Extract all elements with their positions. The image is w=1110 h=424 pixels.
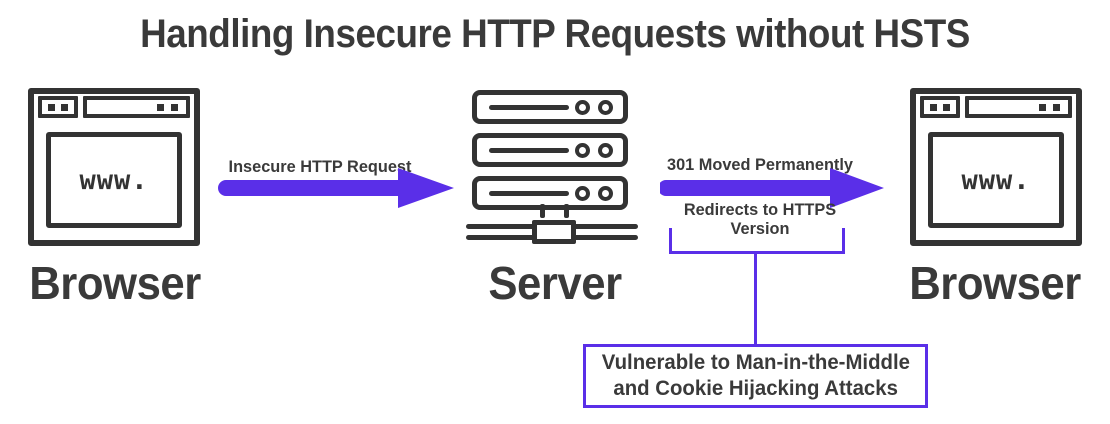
edge-label-insecure-request: Insecure HTTP Request [228,157,412,176]
rack-led-icon [598,99,613,115]
square-dot-icon [1039,103,1046,111]
browser-viewport: www. [928,132,1064,228]
rack-slot-line [489,104,569,110]
server-rack-unit [472,90,628,124]
callout-line-2: and Cookie Hijacking Attacks [613,377,898,400]
address-bar [83,96,190,118]
plug-prong-icon [540,204,545,218]
browser-window-icon-right: www. [910,88,1082,246]
browser-viewport: www. [46,132,182,228]
node-label-browser-left: Browser [29,257,201,309]
square-dot-icon [171,103,178,111]
server-rack-unit [472,176,628,210]
edge-label-301-moved-permanently: 301 Moved Permanently [667,155,853,174]
page-title: Handling Insecure HTTP Requests without … [140,12,970,56]
callout-stem [754,251,757,347]
address-bar [965,96,1072,118]
square-dot-icon [48,103,55,111]
callout-line-1: Vulnerable to Man-in-the-Middle [601,350,910,374]
rack-led-icon [575,185,590,201]
browser-window-icon-left: www. [28,88,200,246]
browser-titlebar [916,94,1076,120]
server-rack-icon [466,90,638,244]
edge-label-redirects-line1: Redirects to HTTPS [683,200,837,219]
square-dot-icon [943,103,950,111]
titlebar-left-controls [920,96,960,118]
rack-led-icon [575,142,590,158]
square-dot-icon [1053,103,1060,111]
rack-led-icon [575,99,590,115]
square-dot-icon [61,103,68,111]
callout-warning-box: Vulnerable to Man-in-the-Middle and Cook… [583,344,928,408]
square-dot-icon [930,103,937,111]
server-power-cable [466,204,638,244]
www-label: www. [79,164,149,196]
edge-label-redirects-line2: Version [730,219,790,239]
arrow-insecure-request [218,168,454,208]
titlebar-left-controls [38,96,78,118]
power-plug-icon [532,220,576,244]
rack-led-icon [598,185,613,201]
rack-led-icon [598,142,613,158]
plug-prong-icon [564,204,569,218]
rack-slot-line [489,147,569,153]
node-label-server: Server [488,257,622,309]
www-label: www. [961,164,1031,196]
arrow-redirect-response [660,168,884,208]
server-rack-unit [472,133,628,167]
edge-label-redirects-to-https: Redirects to HTTPS Version [664,200,856,238]
browser-titlebar [34,94,194,120]
rack-slot-line [489,190,569,196]
callout-bracket [669,228,845,254]
square-dot-icon [157,103,164,111]
node-label-browser-right: Browser [909,257,1081,309]
